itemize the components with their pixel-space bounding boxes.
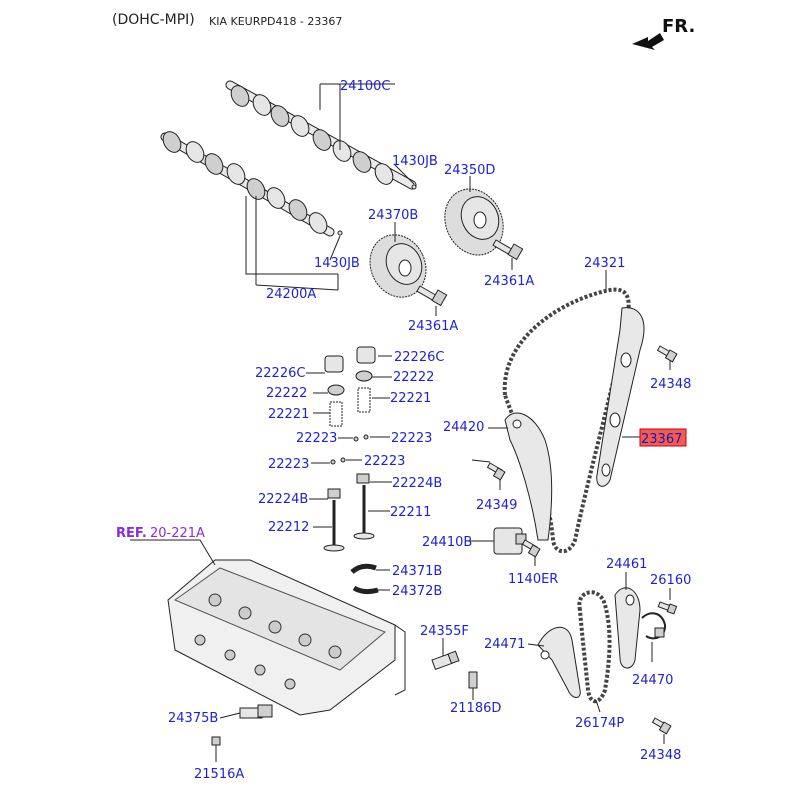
- part-label-24372b[interactable]: 24372B: [392, 584, 442, 599]
- cylinder-head-icon: [167, 559, 396, 716]
- bolt-26160-icon: [657, 601, 678, 615]
- part-label-21516a[interactable]: 21516A: [194, 767, 244, 782]
- bolt-1140er-icon: [521, 539, 541, 558]
- part-label-24350d[interactable]: 24350D: [444, 163, 495, 178]
- part-label-24348-upper[interactable]: 24348: [650, 377, 691, 392]
- part-label-1430jb-lower[interactable]: 1430JB: [314, 256, 360, 271]
- part-label-24410b[interactable]: 24410B: [422, 535, 472, 550]
- front-direction-label: FR.: [662, 16, 695, 37]
- oil-pump-guide-24471-icon: [537, 627, 581, 698]
- intake-camshaft-icon: [225, 80, 417, 190]
- part-label-1140er[interactable]: 1140ER: [508, 572, 558, 587]
- part-label-22226c-right[interactable]: 22226C: [394, 350, 444, 365]
- part-label-24348-lower[interactable]: 24348: [640, 748, 681, 763]
- part-label-22222-right[interactable]: 22222: [393, 370, 434, 385]
- part-label-22226c-left[interactable]: 22226C: [255, 366, 305, 381]
- part-label-26174p[interactable]: 26174P: [575, 716, 624, 731]
- bolt-24361a-lower-icon: [416, 285, 448, 307]
- chain-guide-23367-icon: [596, 307, 645, 487]
- part-label-24471[interactable]: 24471: [484, 637, 525, 652]
- exhaust-camshaft-icon: [160, 131, 335, 237]
- part-label-24370b[interactable]: 24370B: [368, 208, 418, 223]
- part-label-24371b[interactable]: 24371B: [392, 564, 442, 579]
- part-label-21186d[interactable]: 21186D: [450, 701, 501, 716]
- part-label-22223-c[interactable]: 22223: [268, 457, 309, 472]
- part-label-22221-right[interactable]: 22221: [390, 391, 431, 406]
- ref-link[interactable]: 20-221A: [150, 526, 205, 541]
- part-label-22211[interactable]: 22211: [390, 505, 431, 520]
- part-label-24361a-upper[interactable]: 24361A: [484, 274, 534, 289]
- part-label-24355f[interactable]: 24355F: [420, 624, 469, 639]
- bolt-24348-upper-icon: [656, 345, 678, 363]
- part-label-24361a-lower[interactable]: 24361A: [408, 319, 458, 334]
- valve-train-parts-icon: [323, 346, 376, 552]
- part-label-24100c[interactable]: 24100C: [340, 79, 390, 94]
- part-label-22224b-left[interactable]: 22224B: [258, 492, 308, 507]
- part-label-24200a[interactable]: 24200A: [266, 287, 316, 302]
- part-label-24461[interactable]: 24461: [606, 557, 647, 572]
- highlight-box: [639, 428, 687, 447]
- ref-prefix: REF.: [116, 526, 147, 541]
- part-label-26160[interactable]: 26160: [650, 573, 691, 588]
- bolt-21186d-icon: [468, 671, 478, 689]
- oil-pump-tensioner-24461-icon: [614, 587, 641, 669]
- engine-type-label: (DOHC-MPI): [112, 12, 195, 28]
- bolt-24348-lower-icon: [651, 717, 672, 735]
- part-label-23367-highlighted[interactable]: 23367: [641, 432, 682, 447]
- oil-control-valve-icon: [431, 650, 460, 671]
- part-label-22221-left[interactable]: 22221: [268, 407, 309, 422]
- oil-pump-chain-26174p-icon: [577, 590, 612, 704]
- chain-tensioner-24410b-icon: [493, 527, 527, 555]
- part-label-22222-left[interactable]: 22222: [266, 386, 307, 401]
- cam-sensor-icon: [239, 704, 273, 719]
- part-label-24420[interactable]: 24420: [443, 420, 484, 435]
- part-label-22223-a[interactable]: 22223: [296, 431, 337, 446]
- cvvt-sprocket-24370b-icon: [369, 234, 427, 298]
- oil-pump-spring-24470-icon: [641, 612, 667, 640]
- part-label-24349[interactable]: 24349: [476, 498, 517, 513]
- bolt-21516a-icon: [211, 736, 221, 746]
- part-label-22223-b[interactable]: 22223: [391, 431, 432, 446]
- cvvt-sprocket-24350d-icon: [444, 188, 504, 256]
- catalog-reference: KIA KEURPD418 - 23367: [209, 15, 343, 28]
- part-label-22212[interactable]: 22212: [268, 520, 309, 535]
- part-label-24375b[interactable]: 24375B: [168, 711, 218, 726]
- bearing-shells-icon: [350, 563, 379, 595]
- part-label-22224b-right[interactable]: 22224B: [392, 476, 442, 491]
- part-label-1430jb-upper[interactable]: 1430JB: [392, 154, 438, 169]
- part-label-24470[interactable]: 24470: [632, 673, 673, 688]
- chain-tensioner-arm-24420-icon: [504, 412, 553, 541]
- part-label-22223-d[interactable]: 22223: [364, 454, 405, 469]
- front-direction-icon: [632, 33, 664, 50]
- part-label-24321[interactable]: 24321: [584, 256, 625, 271]
- bolt-24349-icon: [486, 462, 506, 481]
- bolt-24361a-upper-icon: [492, 239, 524, 261]
